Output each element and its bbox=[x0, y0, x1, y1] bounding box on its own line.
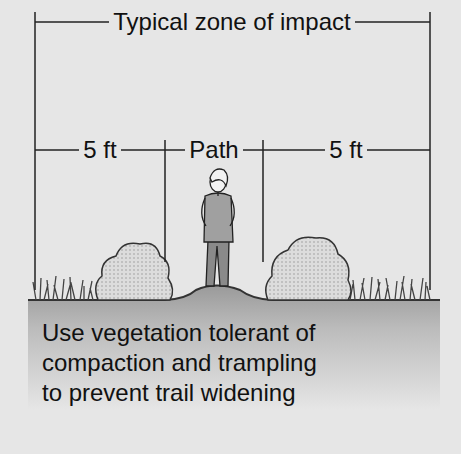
grass bbox=[33, 276, 430, 300]
note-text: Use vegetation tolerant of compaction an… bbox=[42, 318, 332, 408]
dimension-label: Typical zone of impact bbox=[109, 9, 354, 35]
dimension-lines bbox=[35, 12, 430, 290]
left-bush bbox=[96, 243, 173, 300]
dimension-label: 5 ft bbox=[325, 137, 366, 163]
path-label: Path bbox=[185, 137, 242, 163]
hiker-figure bbox=[202, 169, 235, 286]
right-bush bbox=[266, 237, 351, 300]
dimension-label: 5 ft bbox=[79, 137, 120, 163]
ground bbox=[28, 286, 440, 411]
